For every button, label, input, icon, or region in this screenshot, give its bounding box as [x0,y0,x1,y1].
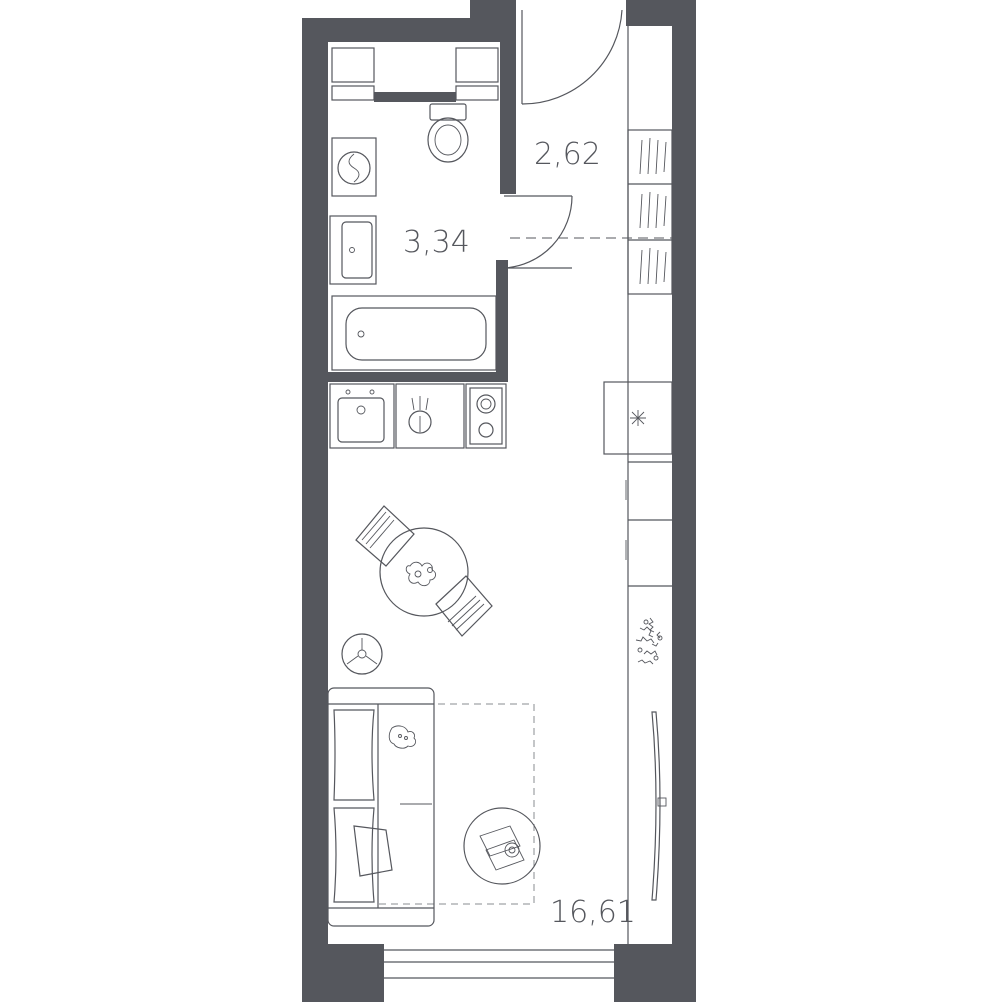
door-swing-icon [521,9,623,105]
sink-icon [329,215,377,285]
living-room-area-label: 16,61 [550,895,636,930]
vent-boxes [331,47,499,101]
sofa-icon [327,687,435,927]
right-wall [672,0,696,1002]
plant-icon [635,617,663,665]
cat-icon [388,725,417,749]
wardrobe [627,26,673,944]
hood-icon [395,383,465,449]
lower-cabinets [625,461,672,587]
bathroom-right-wall [496,260,508,376]
stool-icon [341,633,383,675]
bathtub-icon [331,295,497,371]
washing-machine-icon [331,137,377,197]
bottom-wall-right [614,944,696,1002]
tv-icon [651,711,667,901]
left-wall [302,18,328,1002]
fridge-icon [603,381,673,455]
dining-table-icon [379,527,469,617]
hallway-area-label: 2,62 [534,137,601,172]
bathroom-bottom-wall [328,372,508,382]
chair-icon [355,505,415,567]
bottom-wall-left [302,944,384,1002]
bathroom-door-icon [503,195,573,269]
chair-icon [435,575,493,637]
cooktop-icon [465,383,507,449]
outer-walls [302,0,696,1002]
kitchen-sink-icon [329,383,395,449]
bathroom-top-wall [374,92,456,102]
bathroom-area-label: 3,34 [403,225,470,260]
bathroom-walls [328,92,508,382]
entry-wall-stub [500,18,516,194]
coffee-table-icon [463,807,541,885]
toilet-icon [427,103,469,163]
window-icon [384,949,614,979]
